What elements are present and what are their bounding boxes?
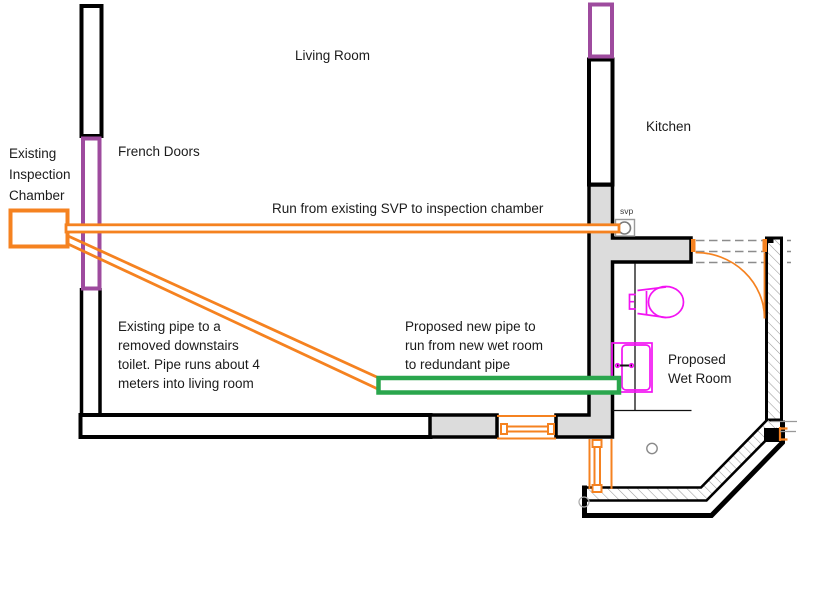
pipe-proposed-green	[376, 375, 622, 395]
pipes	[8, 208, 622, 395]
inspection-chamber	[8, 208, 70, 249]
svp-label: svp	[620, 206, 634, 216]
sink	[611, 342, 653, 393]
svp-run-label: Run from existing SVP to inspection cham…	[272, 201, 544, 216]
proposed-pipe-note: Proposed new pipe to run from new wet ro…	[405, 319, 544, 372]
wetroom-partition-lines	[612, 263, 692, 412]
toilet	[628, 285, 685, 319]
pipe-diagonal-bottom	[66, 242, 381, 392]
door-jamb-left	[691, 239, 696, 252]
kitchen-upper-wall	[587, 57, 615, 187]
floor-drain-circle	[646, 442, 658, 455]
window-side	[588, 439, 613, 493]
bottom-wall-gray	[428, 413, 499, 439]
bottom-wall	[78, 413, 433, 439]
bay-wall	[582, 418, 797, 518]
handle-circle	[578, 496, 590, 508]
french-doors-window	[81, 136, 102, 291]
walls	[78, 4, 693, 439]
toilet-cistern	[628, 293, 636, 310]
bay-window-mark	[778, 427, 788, 441]
kitchen-window	[588, 2, 614, 59]
french-doors-label: French Doors	[118, 144, 200, 159]
pipe-run-horizontal	[64, 223, 621, 234]
door-swing	[691, 239, 767, 319]
kitchen-wetroom-wall	[554, 183, 693, 439]
left-upper-wall	[79, 4, 104, 138]
right-wall	[765, 236, 783, 422]
existing-pipe-note: Existing pipe to a removed downstairs to…	[118, 319, 260, 391]
kitchen-label: Kitchen	[646, 119, 692, 134]
door-arc	[695, 251, 766, 319]
inspection-chamber-label: Existing Inspection Chamber	[9, 146, 71, 203]
pipe-diagonal-top	[66, 234, 381, 380]
door-jamb-hinge	[762, 239, 767, 252]
window-bottom	[497, 415, 556, 440]
living-room-label: Living Room	[295, 48, 371, 63]
wet-room-label: Proposed Wet Room	[668, 352, 732, 386]
bay-junction-block	[764, 428, 780, 442]
